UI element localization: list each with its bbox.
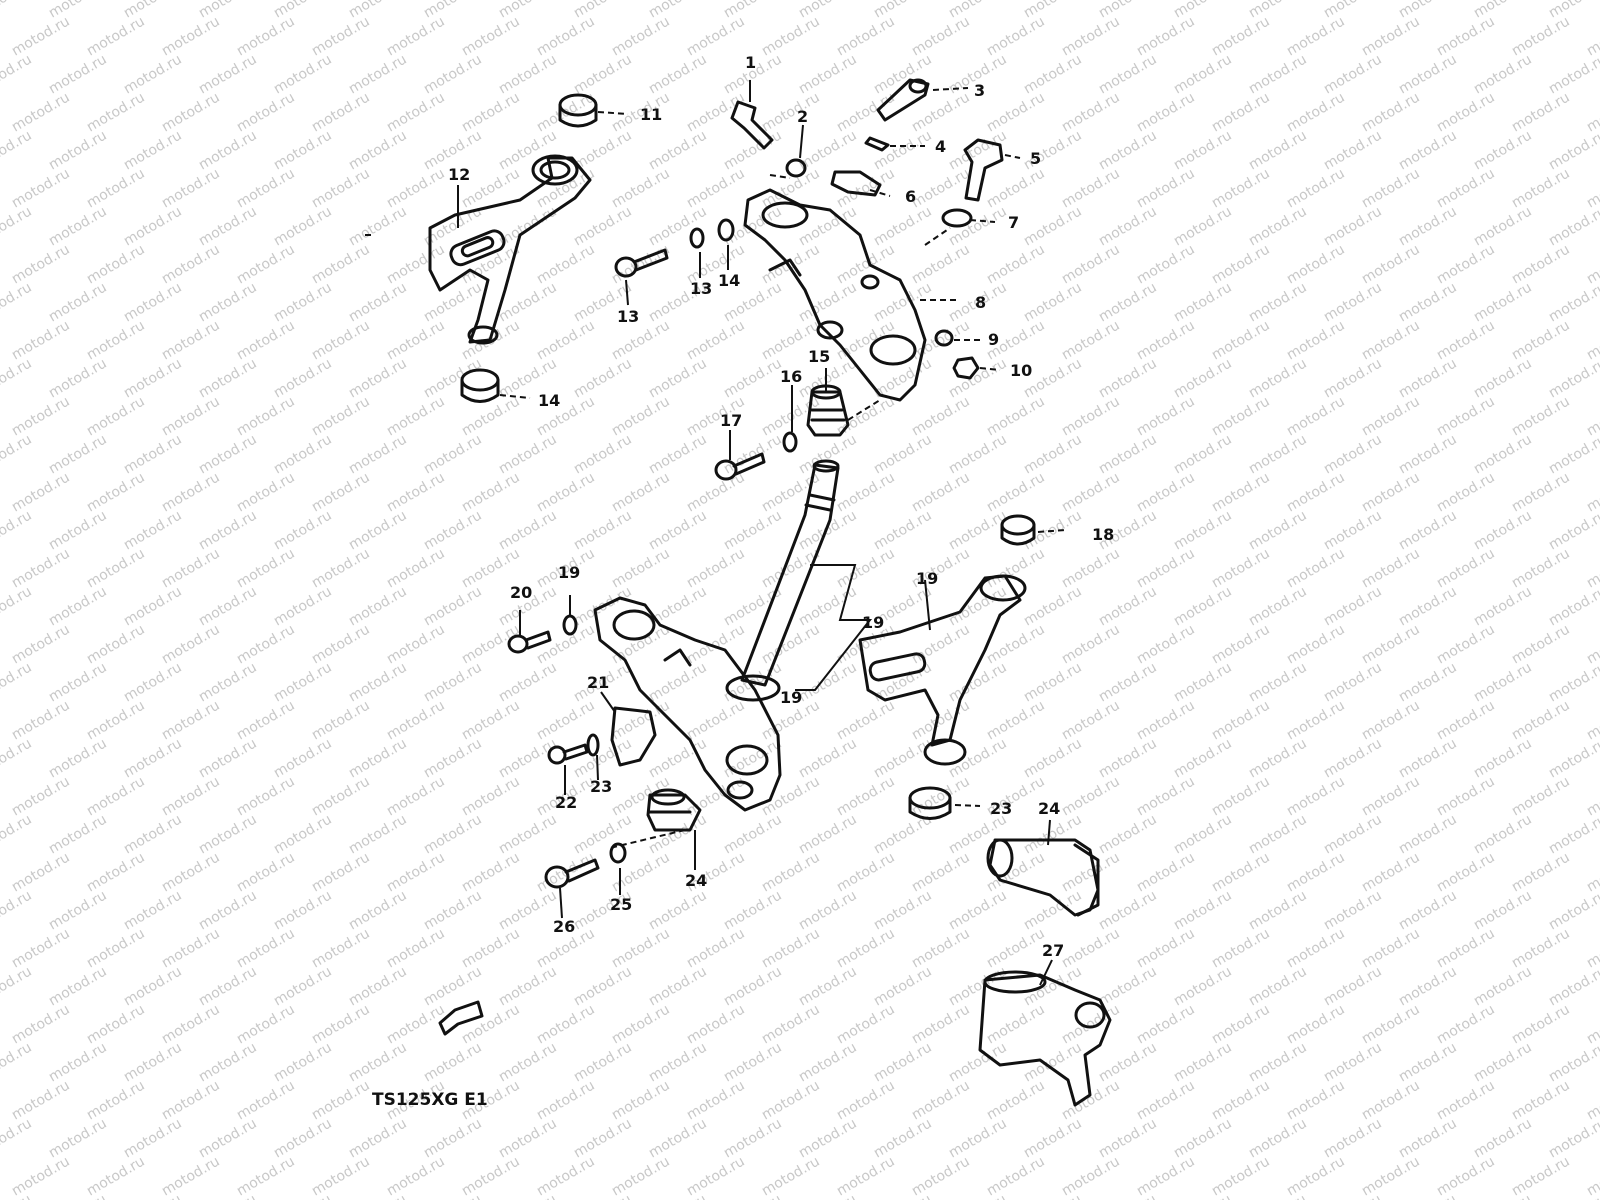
callout-24-a: 19 bbox=[558, 563, 580, 582]
bracket-10 bbox=[610, 706, 657, 767]
nut-9 bbox=[952, 356, 980, 380]
callout-19-b: 14 bbox=[538, 391, 560, 410]
washer-15 bbox=[717, 218, 735, 242]
callout-27: 24 bbox=[1038, 799, 1060, 818]
damper-25 bbox=[646, 788, 702, 832]
steering-lock-27 bbox=[986, 838, 1100, 917]
callout-6: 1 bbox=[745, 53, 756, 72]
bolt-6 bbox=[730, 100, 774, 150]
callout-8: 9 bbox=[988, 330, 999, 349]
bolt-13-lower bbox=[714, 452, 766, 481]
callout-16: 15 bbox=[808, 347, 830, 366]
seal-19-d bbox=[908, 786, 952, 820]
callout-21: 4 bbox=[935, 137, 946, 156]
steering-lock-26 bbox=[978, 970, 1112, 1107]
callout-2: 19 bbox=[780, 688, 802, 707]
bolt-5 bbox=[963, 138, 1004, 202]
callout-5: 5 bbox=[1030, 149, 1041, 168]
lower-bracket bbox=[593, 596, 782, 812]
seal-19-c bbox=[1000, 514, 1036, 546]
washer-24-lower bbox=[609, 842, 627, 864]
seal-19-a bbox=[558, 93, 598, 128]
callout-4: 7 bbox=[1008, 213, 1019, 232]
damper-16 bbox=[806, 384, 850, 437]
callout-13-a: 13 bbox=[617, 307, 639, 326]
seal-19-b bbox=[460, 368, 500, 403]
front-arrow-icon bbox=[438, 1000, 484, 1036]
washer-21 bbox=[864, 136, 890, 152]
callouts: 1 2 3 4 5 6 7 8 9 10 11 12 13 13 14 14 1… bbox=[448, 53, 1114, 960]
callout-7: 2 bbox=[797, 107, 808, 126]
callout-14-a: 13 bbox=[690, 279, 712, 298]
callout-18: 19 bbox=[916, 569, 938, 588]
washer-7 bbox=[785, 158, 807, 178]
cap-20 bbox=[830, 170, 882, 197]
handlebar-holder-lower bbox=[858, 574, 1027, 766]
upper-bracket bbox=[743, 188, 927, 402]
washer-14-lower bbox=[782, 431, 798, 453]
callout-1: 19 bbox=[862, 613, 884, 632]
callout-19-d: 23 bbox=[990, 799, 1012, 818]
callout-23-a: 20 bbox=[510, 583, 532, 602]
callout-19-c: 18 bbox=[1092, 525, 1114, 544]
washer-24-upper bbox=[562, 614, 578, 636]
washer-4 bbox=[941, 208, 973, 228]
callout-13-b: 17 bbox=[720, 411, 742, 430]
callout-20: 6 bbox=[905, 187, 916, 206]
leader-lines-solid bbox=[457, 80, 1053, 986]
bolt-22 bbox=[876, 78, 930, 122]
callout-19-a: 11 bbox=[640, 105, 662, 124]
washer-8 bbox=[934, 329, 954, 347]
steering-stem bbox=[725, 459, 840, 702]
model-code: TS125XG E1 bbox=[372, 1090, 488, 1110]
callout-3: 8 bbox=[975, 293, 986, 312]
pin-11 bbox=[586, 733, 600, 757]
callout-17: 12 bbox=[448, 165, 470, 184]
callout-10: 21 bbox=[587, 673, 609, 692]
bolt-13-upper bbox=[614, 248, 669, 278]
handlebar-holder-upper bbox=[428, 154, 592, 345]
callout-11: 23 bbox=[590, 777, 612, 796]
callout-12: 22 bbox=[555, 793, 577, 812]
callout-26: 27 bbox=[1042, 941, 1064, 960]
leader-lines bbox=[365, 87, 1066, 849]
callout-22: 3 bbox=[974, 81, 985, 100]
callout-24-b: 25 bbox=[610, 895, 632, 914]
bolt-23-upper bbox=[507, 630, 552, 654]
callout-15: 14 bbox=[718, 271, 740, 290]
callout-25: 24 bbox=[685, 871, 707, 890]
callout-9: 10 bbox=[1010, 361, 1032, 380]
callout-23-b: 26 bbox=[553, 917, 575, 936]
bolt-12 bbox=[547, 743, 589, 765]
callout-14-b: 16 bbox=[780, 367, 802, 386]
bolt-23-lower bbox=[544, 858, 600, 889]
washer-14-upper bbox=[689, 227, 705, 249]
